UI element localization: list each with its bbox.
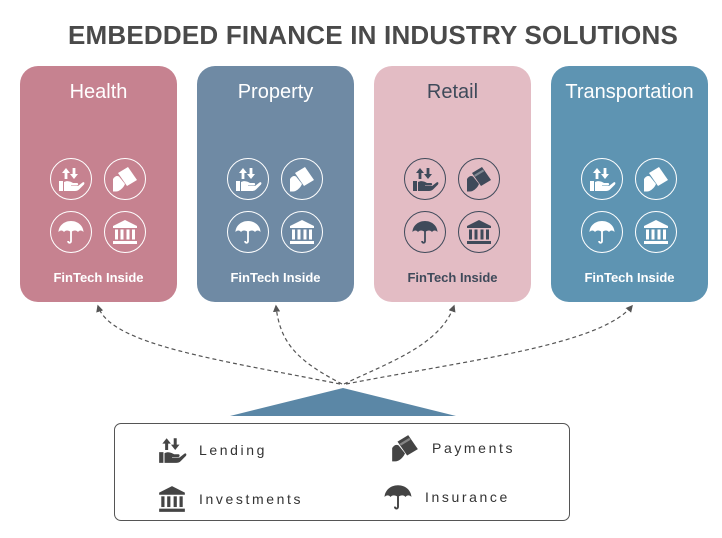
- payments-icon: [635, 158, 677, 200]
- lending-icon: [581, 158, 623, 200]
- legend-lending: Lending: [157, 435, 267, 465]
- legend: Lending Payments Investments Insurance: [114, 423, 570, 521]
- card-title: Property: [237, 81, 314, 103]
- insurance-icon: [404, 211, 446, 253]
- card-icons: [581, 158, 681, 254]
- card-property: Property FinTech Inside: [197, 66, 354, 302]
- insurance-icon: [581, 211, 623, 253]
- card-title: Retail: [426, 81, 479, 103]
- card-retail: Retail FinTech Inside: [374, 66, 531, 302]
- card-transportation: Transportation FinTech Inside: [551, 66, 708, 302]
- lending-icon: [404, 158, 446, 200]
- investments-icon: [104, 211, 146, 253]
- legend-insurance: Insurance: [383, 482, 510, 512]
- card-footer: FinTech Inside: [584, 270, 675, 285]
- payments-icon: [104, 158, 146, 200]
- card-title: Health: [69, 81, 128, 103]
- insurance-icon: [227, 211, 269, 253]
- card-health: Health FinTech Inside: [20, 66, 177, 302]
- legend-label: Investments: [199, 491, 304, 507]
- insurance-icon: [50, 211, 92, 253]
- arrow-transportation: [345, 304, 633, 385]
- card-footer: FinTech Inside: [407, 270, 498, 285]
- card-footer: FinTech Inside: [230, 270, 321, 285]
- insurance-icon: [383, 482, 413, 512]
- investments-icon: [458, 211, 500, 253]
- legend-label: Insurance: [425, 489, 510, 505]
- card-footer: FinTech Inside: [53, 270, 144, 285]
- payments-icon: [390, 433, 420, 463]
- payments-icon: [281, 158, 323, 200]
- payments-icon: [458, 158, 500, 200]
- lending-icon: [50, 158, 92, 200]
- legend-payments: Payments: [390, 433, 515, 463]
- card-icons: [227, 158, 327, 254]
- card-icons: [50, 158, 150, 254]
- arrow-retail: [343, 304, 456, 385]
- investments-icon: [635, 211, 677, 253]
- investments-icon: [281, 211, 323, 253]
- arrow-property: [273, 304, 343, 385]
- lending-icon: [157, 435, 187, 465]
- investments-icon: [157, 484, 187, 514]
- pyramid: [230, 388, 456, 416]
- legend-investments: Investments: [157, 484, 303, 514]
- page-title: EMBEDDED FINANCE IN INDUSTRY SOLUTIONS: [68, 20, 678, 50]
- legend-label: Payments: [432, 440, 516, 456]
- card-title: Transportation: [565, 81, 694, 103]
- lending-icon: [227, 158, 269, 200]
- arrow-health: [96, 304, 341, 385]
- legend-label: Lending: [199, 442, 268, 458]
- card-icons: [404, 158, 504, 254]
